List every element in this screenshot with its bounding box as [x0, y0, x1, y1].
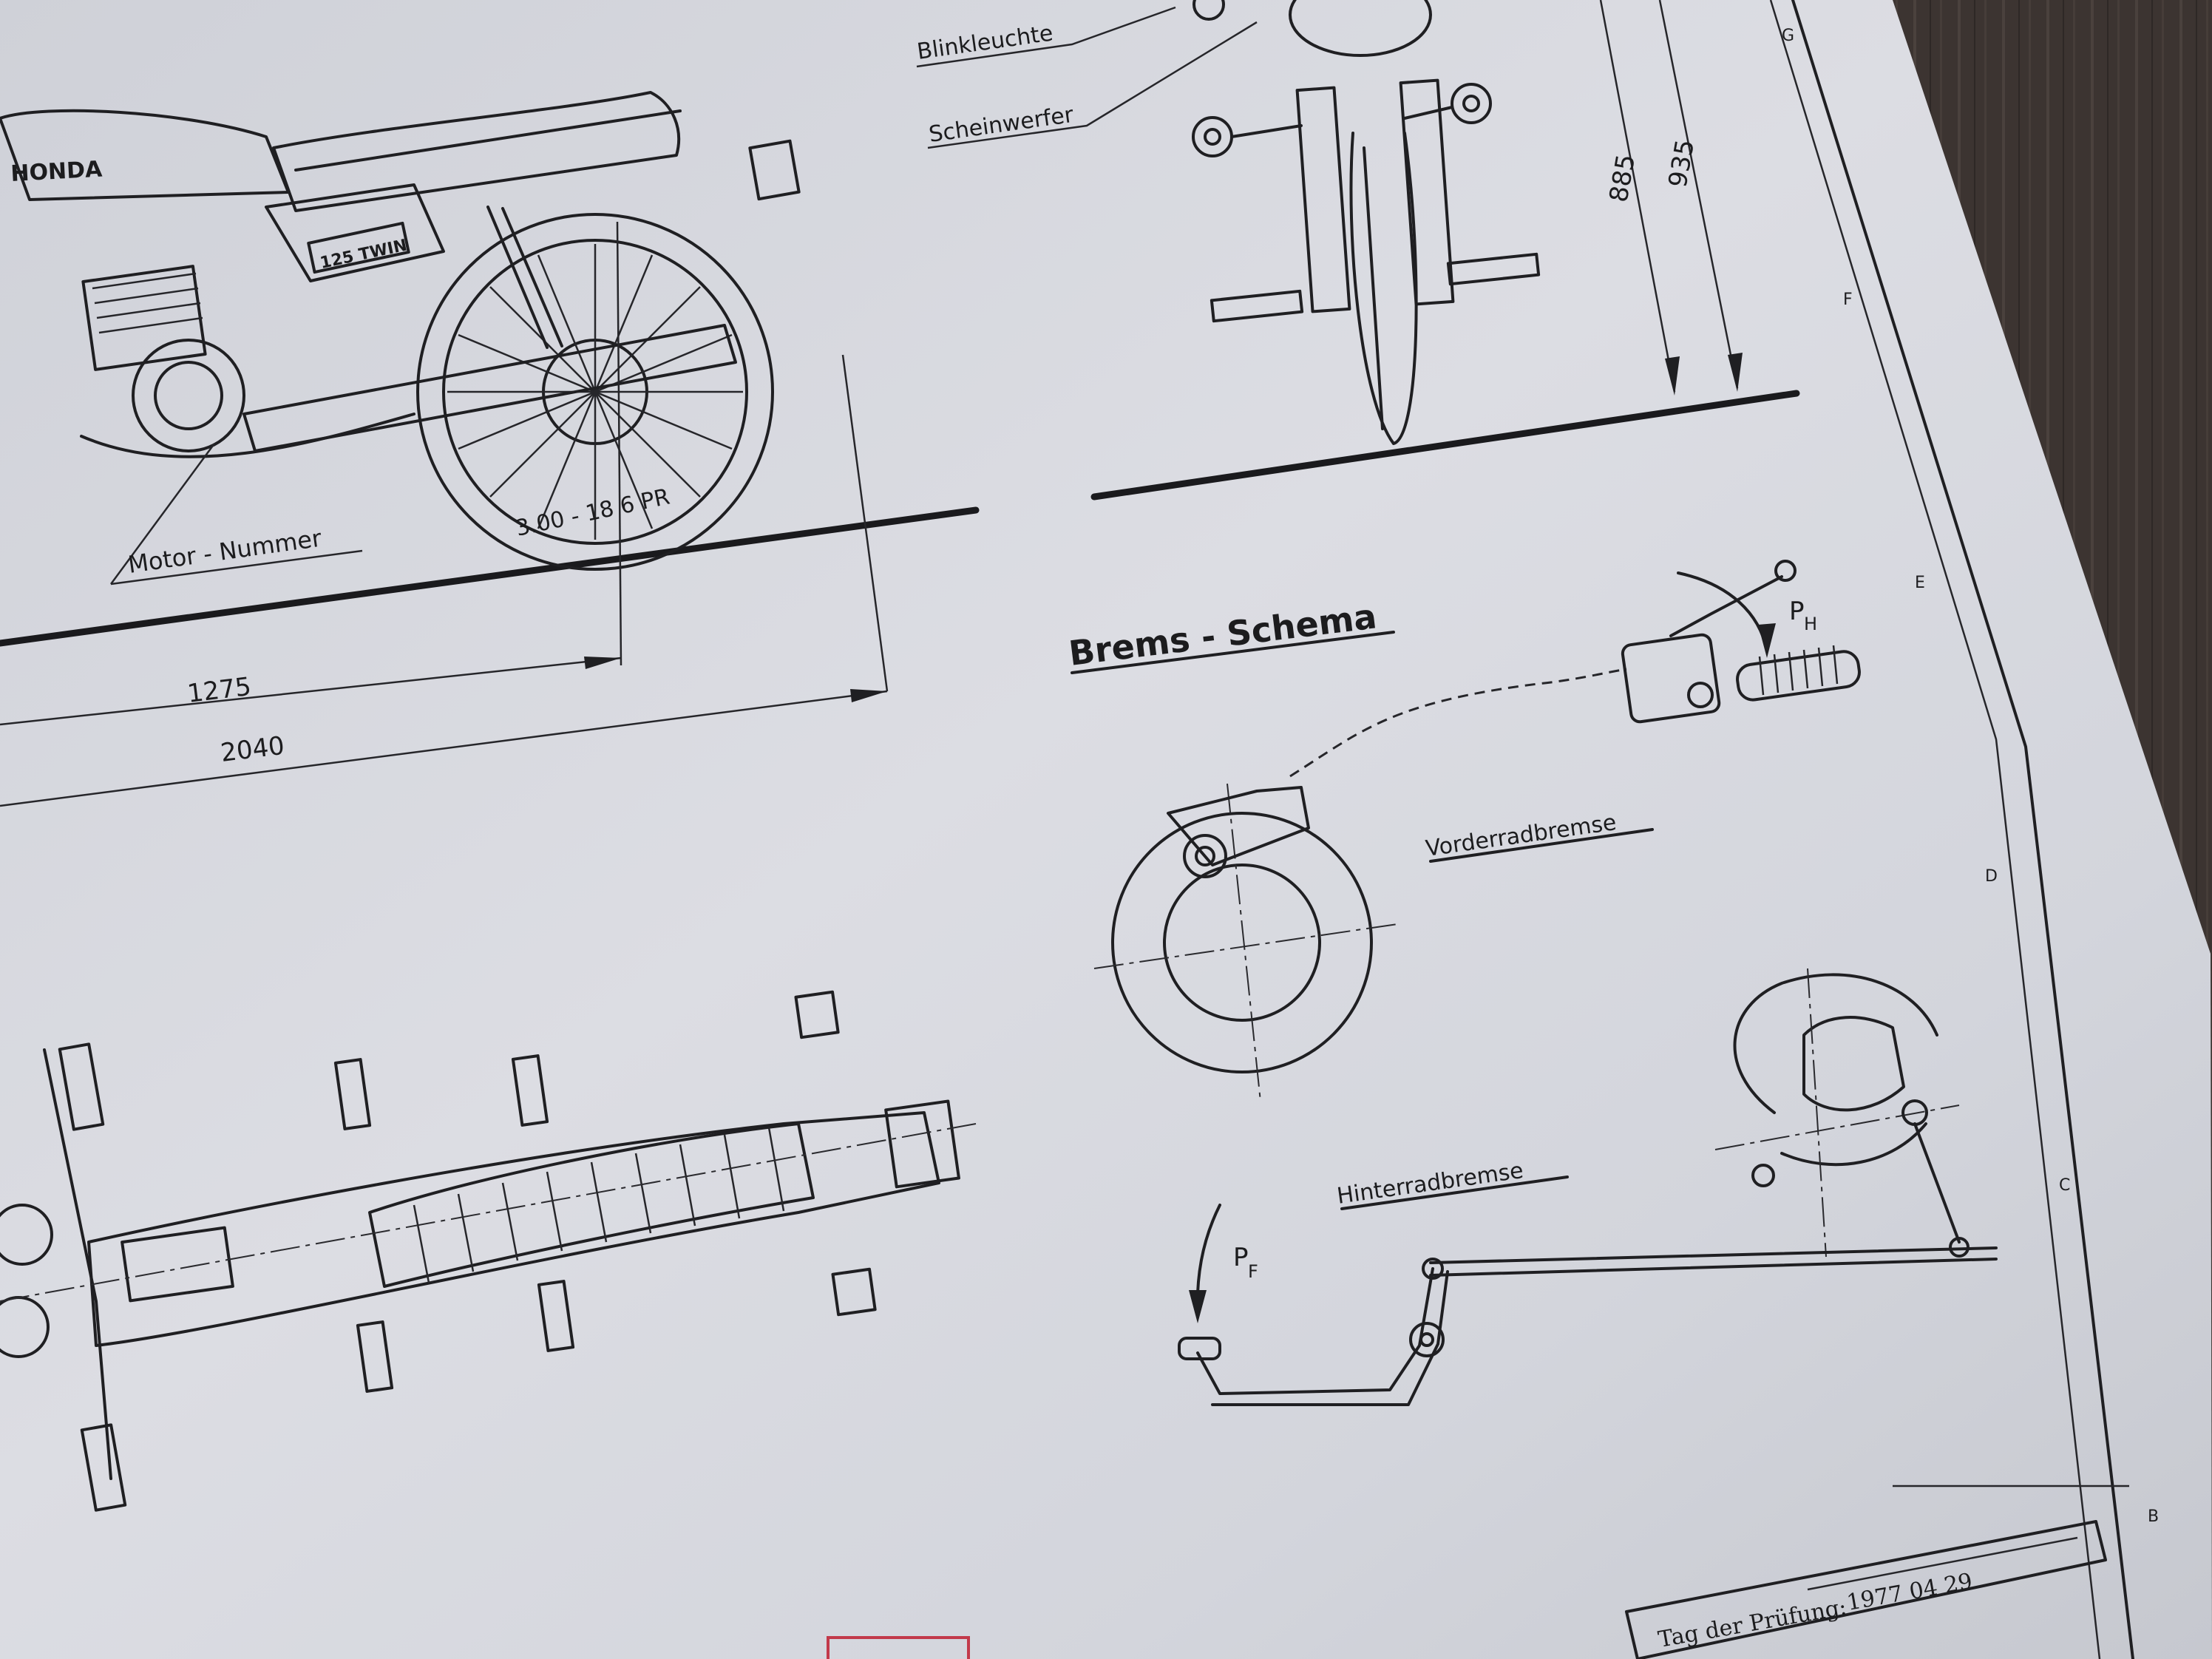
top-view-motorcycle — [0, 990, 977, 1512]
hand-force-sub: H — [1804, 614, 1817, 634]
hand-force-p: P — [1789, 597, 1805, 626]
brand-text: HONDA — [10, 157, 104, 187]
foot-force-p: P — [1233, 1243, 1249, 1272]
grid-letter: C — [2059, 1176, 2070, 1195]
foot-force-sub: F — [1248, 1261, 1258, 1282]
grid-letter: G — [1782, 27, 1794, 45]
sheet-frame — [1769, 0, 2134, 1659]
grid-letter: F — [1843, 291, 1853, 309]
grid-letter: B — [2148, 1507, 2159, 1526]
grid-letter: D — [1985, 867, 1998, 886]
grid-letters: G F E D C B — [1782, 27, 2159, 1526]
grid-letter: E — [1915, 574, 1925, 592]
red-stamp-edge — [827, 1636, 970, 1659]
